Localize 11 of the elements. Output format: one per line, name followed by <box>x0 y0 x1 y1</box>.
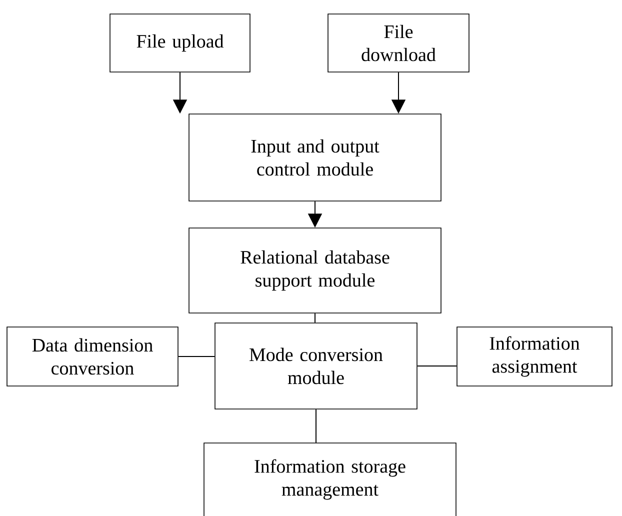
process-box: Mode conversion module <box>214 322 418 410</box>
process-box: Information assignment <box>456 326 612 386</box>
connector-line <box>416 365 458 366</box>
process-box: File download <box>328 14 470 72</box>
process-box: Data dimension conversion <box>6 326 178 386</box>
connector-line <box>314 312 316 324</box>
process-box: Information storage management <box>204 442 456 516</box>
process-box: Input and output control module <box>188 114 442 202</box>
connector-line <box>178 356 216 357</box>
process-box: File upload <box>110 14 250 72</box>
process-box: Relational database support module <box>188 228 442 314</box>
